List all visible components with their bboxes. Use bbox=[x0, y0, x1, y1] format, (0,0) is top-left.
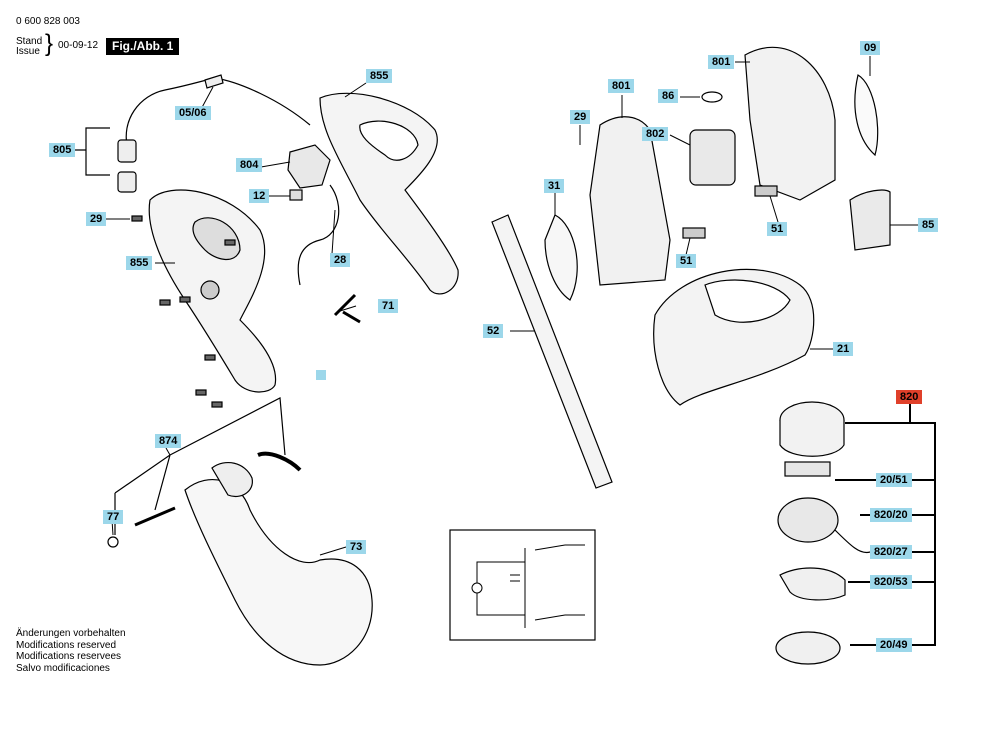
cover-09 bbox=[854, 74, 879, 157]
part-label-77[interactable]: 77 bbox=[103, 510, 124, 524]
part-label-21[interactable]: 21 bbox=[833, 342, 854, 356]
bracket-820 bbox=[835, 403, 936, 646]
handle-mount bbox=[211, 461, 253, 498]
stand-label: Stand bbox=[16, 36, 43, 47]
spool-820-20 bbox=[777, 497, 839, 543]
issue-label: Issue bbox=[16, 46, 40, 57]
wire-28 bbox=[297, 184, 340, 286]
switch-part bbox=[287, 144, 331, 189]
contact-part bbox=[289, 189, 303, 201]
spool-cover-820-53 bbox=[779, 567, 846, 601]
tube-part bbox=[491, 214, 613, 489]
part-label-805[interactable]: 805 bbox=[49, 143, 76, 157]
motor-housing-front bbox=[589, 116, 671, 286]
part-label-801-rear[interactable]: 801 bbox=[708, 55, 735, 69]
issue-date: 00-09-12 bbox=[58, 40, 99, 51]
power-cable bbox=[125, 77, 311, 151]
vent-grille bbox=[200, 280, 220, 300]
part-label-51-upper[interactable]: 51 bbox=[767, 222, 788, 236]
part-label-802[interactable]: 802 bbox=[642, 127, 669, 141]
part-label-85[interactable]: 85 bbox=[918, 218, 939, 232]
cable-plug-top bbox=[117, 139, 137, 163]
document-number: 0 600 828 003 bbox=[16, 16, 80, 27]
part-label-801-front[interactable]: 801 bbox=[608, 79, 635, 93]
leader-lines bbox=[106, 56, 918, 556]
part-label-51-lower[interactable]: 51 bbox=[676, 254, 697, 268]
note-line: Änderungen vorbehalten bbox=[16, 628, 126, 639]
part-label-86[interactable]: 86 bbox=[658, 89, 679, 103]
handle-half-right bbox=[319, 92, 459, 295]
part-label-20-49[interactable]: 20/49 bbox=[876, 638, 912, 652]
wiring-diagram bbox=[471, 544, 585, 628]
bearing-86 bbox=[701, 91, 723, 103]
part-label-874[interactable]: 874 bbox=[155, 434, 182, 448]
part-label-31[interactable]: 31 bbox=[544, 179, 565, 193]
part-label-804[interactable]: 804 bbox=[236, 158, 263, 172]
part-label-820[interactable]: 820 bbox=[896, 390, 923, 404]
strain-relief bbox=[204, 74, 224, 89]
part-label-29-left[interactable]: 29 bbox=[86, 212, 107, 226]
part-label-52[interactable]: 52 bbox=[483, 324, 504, 338]
part-label-09[interactable]: 09 bbox=[860, 41, 881, 55]
figure-title: Fig./Abb. 1 bbox=[106, 38, 180, 55]
note-line: Modifications reservees bbox=[16, 651, 122, 662]
part-label-820-27[interactable]: 820/27 bbox=[870, 545, 912, 559]
guard-85 bbox=[849, 189, 891, 251]
brace-symbol: } bbox=[45, 30, 54, 57]
handle-opening-left bbox=[192, 217, 241, 260]
marker-square bbox=[316, 370, 326, 380]
note-line: Modifications reserved bbox=[16, 639, 117, 651]
part-label-855-left[interactable]: 855 bbox=[126, 256, 153, 270]
part-label-29-center[interactable]: 29 bbox=[570, 110, 591, 124]
note-line: Salvo modificaciones bbox=[16, 662, 110, 674]
spring-20-51 bbox=[784, 461, 831, 477]
part-label-20-51[interactable]: 20/51 bbox=[876, 473, 912, 487]
part-label-05-06[interactable]: 05/06 bbox=[175, 106, 211, 120]
motor-part bbox=[689, 129, 736, 186]
cover-31 bbox=[544, 214, 578, 301]
screw-group-left bbox=[131, 215, 236, 408]
ring-part bbox=[107, 536, 119, 548]
clip-51b bbox=[682, 227, 706, 239]
part-label-71[interactable]: 71 bbox=[378, 299, 399, 313]
part-label-820-53[interactable]: 820/53 bbox=[870, 575, 912, 589]
part-label-820-20[interactable]: 820/20 bbox=[870, 508, 912, 522]
handle-opening-right bbox=[359, 120, 419, 161]
guard-opening bbox=[704, 279, 791, 323]
part-label-28[interactable]: 28 bbox=[330, 253, 351, 267]
part-label-855-right[interactable]: 855 bbox=[366, 69, 393, 83]
part-label-73[interactable]: 73 bbox=[346, 540, 367, 554]
auxiliary-handle bbox=[184, 479, 373, 666]
clamp-part bbox=[257, 451, 302, 472]
motor-housing-rear bbox=[744, 46, 836, 201]
spool-cap-body bbox=[779, 420, 845, 457]
bracket-805 bbox=[73, 127, 110, 176]
wiring-diagram-box bbox=[449, 529, 596, 641]
line-820-27 bbox=[834, 529, 871, 554]
pin-part bbox=[134, 506, 176, 527]
part-label-12[interactable]: 12 bbox=[249, 189, 270, 203]
key-71 bbox=[333, 293, 361, 324]
clip-51a bbox=[754, 185, 778, 197]
cable-plug-bottom bbox=[117, 171, 137, 193]
notes-block: Änderungen vorbehalten Modifications res… bbox=[16, 628, 126, 674]
base-cap-20-49 bbox=[775, 631, 841, 665]
